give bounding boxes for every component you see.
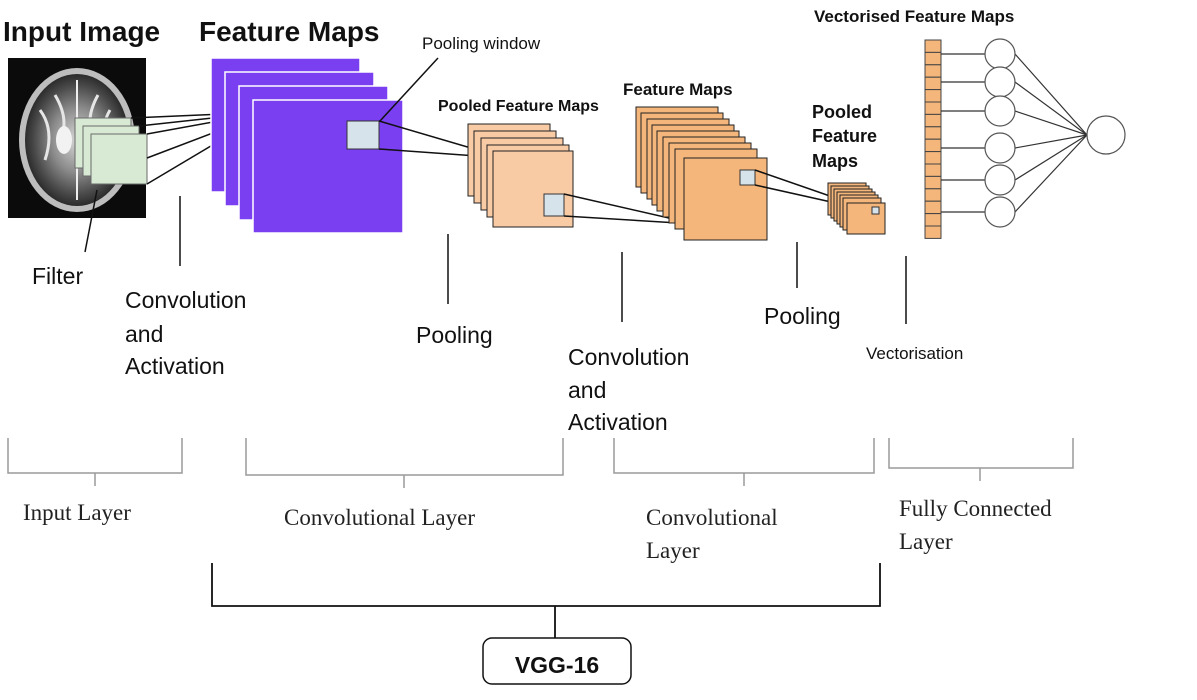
hidden-to-output-edge [1014, 134, 1088, 149]
input-image-title: Input Image [3, 16, 160, 47]
filter-stack [74, 117, 148, 185]
vector-cell [924, 200, 942, 215]
pooled-feature-maps-1-title: Pooled Feature Maps [438, 98, 599, 115]
layer-brackets [7, 438, 1074, 488]
vgg16-box [482, 637, 632, 685]
hidden-to-output-edge [1014, 110, 1088, 136]
pooled-feature-maps-2-stack [827, 182, 886, 235]
feature-maps-2-title: Feature Maps [623, 80, 733, 99]
pooling-window-box-4 [871, 206, 880, 215]
pooling-2-label: Pooling [764, 303, 841, 329]
vector-cell [924, 225, 942, 239]
filter-label: Filter [32, 263, 83, 289]
vector-cell [924, 76, 942, 91]
vectorised-feature-maps-title: Vectorised Feature Maps [814, 7, 1014, 26]
hidden-neuron [984, 164, 1016, 196]
conv-layer-2-label: Convolutional Layer [646, 505, 783, 563]
vectorised-feature-vector [924, 39, 942, 239]
vgg16-label: VGG-16 [515, 652, 599, 678]
feature-maps-2-stack [635, 106, 768, 241]
vectorisation-label: Vectorisation [866, 344, 963, 363]
vector-cell [924, 89, 942, 103]
vector-cell [924, 163, 942, 177]
hidden-neuron [984, 132, 1016, 164]
conv-layer-1-label: Convolutional Layer [284, 505, 475, 530]
vector-cell [924, 113, 942, 128]
conv-act-2-label: Convolution and Activation [568, 344, 696, 435]
pooling-window-box-2 [543, 193, 565, 217]
pooling-1-label: Pooling [416, 322, 493, 348]
input-layer-bracket [7, 438, 183, 486]
input-layer-label: Input Layer [23, 500, 131, 525]
conv-layer-2-bracket [613, 438, 875, 486]
output-neuron [1086, 115, 1126, 155]
pooled-feature-maps-2-title: Pooled Feature Maps [812, 102, 882, 171]
conv-act-1-label: Convolution and Activation [125, 287, 253, 379]
fc-layer-bracket [888, 438, 1074, 481]
hidden-neuron [984, 95, 1016, 127]
feature-maps-1-stack [210, 57, 404, 234]
filter-pointer-line [84, 189, 98, 253]
pooling-window-label: Pooling window [422, 34, 541, 53]
hidden-neuron [984, 38, 1016, 70]
vector-cell [924, 64, 942, 78]
vector-cell [924, 213, 942, 227]
hidden-to-output-edge [1014, 134, 1088, 213]
fc-layer-label: Fully Connected Layer [899, 496, 1057, 554]
hidden-to-output-edge [1014, 134, 1088, 181]
pooling-window-box-3 [739, 169, 756, 186]
hidden-to-output-edge [1014, 53, 1088, 136]
vector-cell [924, 175, 942, 190]
vector-cell [924, 151, 942, 165]
vector-cell [924, 126, 942, 140]
vector-cell [924, 51, 942, 66]
vector-cell [924, 188, 942, 202]
hidden-neuron [984, 196, 1016, 228]
fully-connected-edges [941, 53, 1088, 213]
hidden-neurons [984, 38, 1016, 228]
vector-cell [924, 138, 942, 153]
pooling-window-box-1 [346, 120, 380, 150]
hidden-to-output-edge [1014, 81, 1088, 136]
pooling-window-pointer [379, 57, 439, 122]
conv-layer-1-bracket [245, 438, 564, 488]
vector-cell [924, 101, 942, 115]
feature-maps-1-title: Feature Maps [199, 16, 380, 47]
vector-cell [924, 39, 942, 53]
hidden-neuron [984, 66, 1016, 98]
vgg16-bracket [211, 563, 881, 638]
